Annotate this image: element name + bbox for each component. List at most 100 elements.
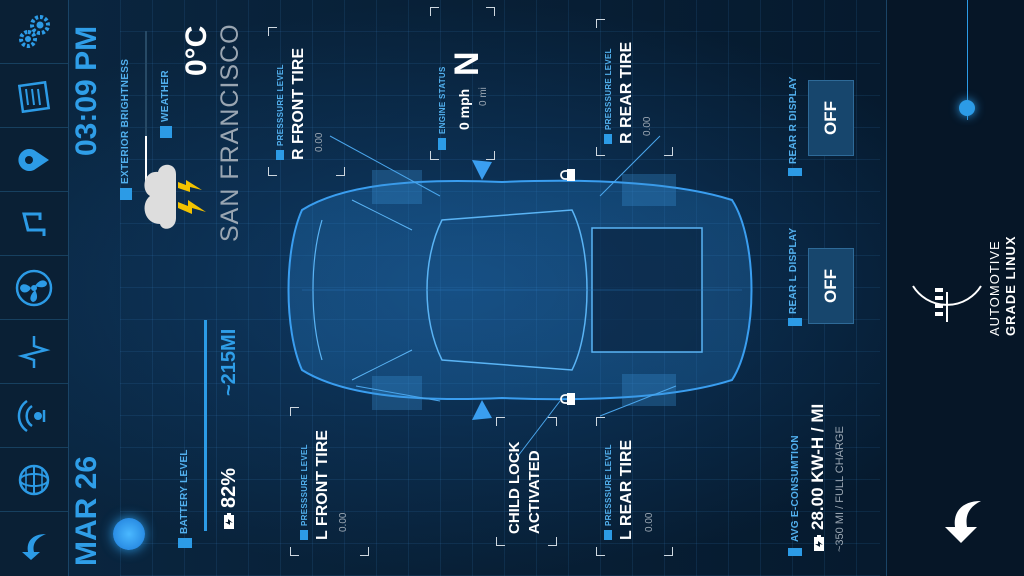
rr-label-bar — [604, 134, 612, 144]
energy-label: AVG E-CONSUMTION — [790, 435, 801, 542]
settings-gears-icon — [19, 15, 50, 48]
lock-icon-right — [560, 169, 575, 181]
gear-indicator: N — [448, 51, 486, 76]
agl-line1: AUTOMOTIVE — [987, 240, 1002, 336]
energy-battery-icon — [814, 535, 824, 551]
time-text: 03:09 PM — [70, 25, 103, 156]
rear-r-bar — [788, 168, 802, 176]
es-bracket-br — [486, 7, 495, 16]
nav-radio-button[interactable] — [0, 383, 68, 448]
cl-bracket-br — [548, 417, 557, 426]
engine-status-bar — [438, 138, 446, 150]
rf-label-bar — [276, 150, 284, 160]
rf-bracket-tl — [268, 167, 277, 176]
media-icon — [22, 212, 46, 236]
rear-r-display-toggle[interactable]: OFF — [808, 80, 854, 156]
rear-l-label: REAR L DISPLAY — [788, 227, 799, 314]
footer-slider-knob[interactable] — [959, 100, 975, 116]
rr-tire-value: 0.00 — [642, 116, 653, 136]
range-text: ~215MI — [218, 328, 240, 396]
lr-pressure-label: PRESSSURE LEVEL — [604, 444, 613, 526]
lf-label-bar — [300, 530, 308, 540]
cl-bracket-tr — [496, 417, 505, 426]
energy-value: 28.00 KW-H / MI — [808, 403, 827, 530]
battery-icon — [224, 513, 234, 529]
lr-bracket-tr — [596, 417, 605, 426]
nav-news-button[interactable] — [0, 63, 68, 128]
rf-tire-name: R FRONT TIRE — [290, 48, 307, 160]
agl-gauge-icon — [912, 285, 982, 322]
es-bracket-tl — [430, 151, 439, 160]
rf-pressure-label: PRESSSURE LEVEL — [276, 64, 285, 146]
battery-label-bar — [178, 538, 192, 548]
rf-tire-value: 0.00 — [314, 132, 325, 152]
footer-slider[interactable] — [887, 0, 1024, 120]
back-arrow-icon — [945, 501, 981, 543]
exterior-brightness-bar — [120, 188, 132, 200]
odometer-text: 0 mi — [478, 87, 489, 106]
temperature-text: 0°C — [180, 25, 213, 76]
radio-icon — [17, 399, 46, 433]
nav-fan-button[interactable] — [0, 255, 68, 320]
rr-bracket-tl — [596, 147, 605, 156]
footer-bar: AUTOMOTIVE GRADE LINUX — [886, 0, 1024, 576]
agl-line2: GRADE LINUX — [1003, 235, 1018, 336]
agl-logo: AUTOMOTIVE GRADE LINUX — [907, 226, 1018, 336]
nav-settings-button[interactable] — [0, 0, 68, 64]
weather-label: WEATHER — [160, 70, 171, 122]
nav-globe-button[interactable] — [0, 447, 68, 512]
status-indicator-dot — [113, 518, 145, 550]
nav-back-button[interactable] — [0, 511, 68, 576]
engine-status-label: ENGINE STATUS — [438, 66, 447, 134]
news-icon — [17, 80, 51, 114]
lf-tire-name: L FRONT TIRE — [314, 430, 331, 540]
battery-level-fill — [204, 326, 207, 531]
back-arrow-icon — [22, 534, 46, 560]
rear-l-bar — [788, 318, 802, 326]
energy-range-note: ~350 MI / FULL CHARGE — [834, 426, 846, 552]
lr-label-bar — [604, 530, 612, 540]
lf-bracket-tl — [290, 547, 299, 556]
exterior-brightness-label: EXTERIOR BRIGHTNESS — [120, 58, 131, 184]
rr-bracket-tr — [596, 19, 605, 28]
rf-bracket-tr — [268, 27, 277, 36]
nav-location-button[interactable] — [0, 127, 68, 192]
lr-bracket-tl — [596, 547, 605, 556]
car-wireframe — [287, 160, 753, 420]
lr-tire-value: 0.00 — [644, 512, 655, 532]
rr-pressure-label: PRESSSURE LEVEL — [604, 48, 613, 130]
lf-tire-value: 0.00 — [338, 512, 349, 532]
rr-bracket-bl — [664, 147, 673, 156]
nav-hvac-button[interactable] — [0, 319, 68, 384]
footer-back-button[interactable] — [927, 486, 997, 556]
date-text: MAR 26 — [70, 455, 103, 566]
thunderstorm-cloud-icon — [144, 164, 206, 229]
fan-icon — [15, 269, 53, 307]
location-pin-icon — [18, 149, 49, 171]
nav-media-button[interactable] — [0, 191, 68, 256]
child-lock-line2: ACTIVATED — [526, 450, 543, 534]
nav-rail — [0, 0, 69, 576]
weather-label-bar — [160, 126, 172, 138]
cl-bracket-bl — [548, 537, 557, 546]
es-bracket-bl — [486, 151, 495, 160]
globe-icon — [18, 464, 50, 496]
cl-bracket-tl — [496, 537, 505, 546]
lr-bracket-bl — [664, 547, 673, 556]
energy-bar — [788, 548, 802, 556]
child-lock-line1: CHILD LOCK — [506, 441, 523, 535]
lf-bracket-tr — [290, 407, 299, 416]
rear-r-label: REAR R DISPLAY — [788, 76, 799, 164]
lf-pressure-label: PRESSSURE LEVEL — [300, 444, 309, 526]
city-text: SAN FRANCISCO — [216, 23, 244, 242]
battery-label: BATTERY LEVEL — [179, 449, 190, 534]
lr-tire-name: L REAR TIRE — [618, 439, 635, 540]
es-bracket-tr — [430, 7, 439, 16]
lf-bracket-bl — [360, 547, 369, 556]
rear-l-display-toggle[interactable]: OFF — [808, 248, 854, 324]
hvac-icon — [17, 336, 51, 368]
speed-text: 0 mph — [456, 88, 472, 130]
rf-bracket-bl — [336, 167, 345, 176]
